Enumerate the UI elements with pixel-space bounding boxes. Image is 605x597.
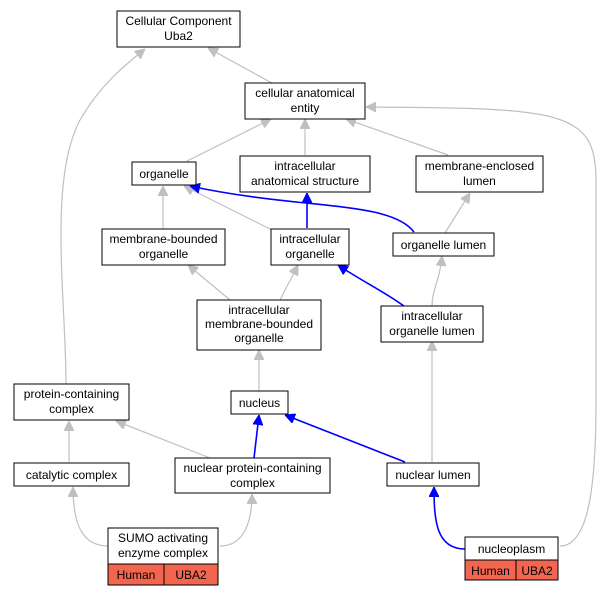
node-label-line: Uba2 [164,29,193,43]
node-nucleus[interactable]: nucleus [230,390,289,415]
edge-membrane-enclosed-lumen-to-cellular-anatomical-entity [346,119,449,156]
node-intracellular-membrane-bounded-organelle[interactable]: intracellular membrane-bounded organelle [196,299,322,351]
node-label-line: organelle [234,331,284,345]
edge-nuclear-protein-containing-complex-to-protein-containing-complex [116,421,211,459]
node-label-line: catalytic complex [26,468,117,482]
edge-intracellular-organelle-lumen-to-organelle-lumen [431,256,442,307]
node-label-line: nucleoplasm [478,542,545,556]
node-label-line: organelle lumen [389,324,474,338]
gene-label: UBA2 [175,568,207,582]
edge-nuclear-lumen-to-nucleus [285,415,406,463]
edge-protein-containing-complex-to-cellular-component [60,49,145,385]
node-nuclear-lumen[interactable]: nuclear lumen [386,462,480,487]
node-label-line: complex [49,402,94,416]
node-label-line: organelle lumen [401,238,486,252]
edge-organelle-lumen-to-organelle [190,186,415,233]
edge-intracellular-membrane-bounded-organelle-to-membrane-bounded-organelle [188,265,231,301]
node-label-line: organelle [139,167,189,181]
edge-sumo-activating-enzyme-complex-to-catalytic-complex [73,487,109,547]
node-protein-containing-complex[interactable]: protein-containing complex [13,383,130,421]
node-cellular-anatomical-entity[interactable]: cellular anatomical entity [244,82,366,120]
species-label: Human [471,564,510,578]
node-label-line: lumen [463,174,496,188]
node-label-line: Cellular Component [125,14,232,28]
edge-intracellular-membrane-bounded-organelle-to-intracellular-organelle [279,265,299,301]
node-membrane-bounded-organelle[interactable]: membrane-bounded organelle [101,228,226,266]
node-sumo-activating-enzyme-complex[interactable]: SUMO activating enzyme complex Human UBA… [107,527,219,586]
edge-cellular-anatomical-entity-to-cellular-component [208,48,273,84]
edge-sumo-activating-enzyme-complex-to-nuclear-protein-containing-complex [219,494,252,547]
node-label-line: nuclear lumen [395,468,470,482]
edge-nucleoplasm-to-cellular-anatomical-entity [366,107,597,547]
node-label-line: organelle [139,247,189,261]
node-intracellular-organelle-lumen[interactable]: intracellular organelle lumen [380,305,484,343]
node-label-line: SUMO activating [118,531,208,545]
node-membrane-enclosed-lumen[interactable]: membrane-enclosed lumen [415,155,544,193]
node-label-line: intracellular [274,159,335,173]
node-organelle-lumen[interactable]: organelle lumen [392,232,495,257]
node-label-line: nucleus [239,396,280,410]
node-label-line: enzyme complex [118,546,208,560]
node-label-line: complex [230,476,275,490]
edge-nuclear-protein-containing-complex-to-nucleus [254,415,259,459]
node-nuclear-protein-containing-complex[interactable]: nuclear protein-containing complex [174,457,331,494]
edges [60,48,597,550]
node-label-line: protein-containing [24,387,119,401]
node-label-line: membrane-bounded [109,232,217,246]
nodes: Cellular Component Uba2 cellular anatomi… [13,10,559,586]
node-label-line: intracellular [279,232,340,246]
node-intracellular-organelle[interactable]: intracellular organelle [270,228,350,266]
edge-organelle-lumen-to-membrane-enclosed-lumen [444,193,470,234]
edge-nucleoplasm-to-nuclear-lumen [434,487,466,550]
node-label-line: cellular anatomical [255,86,354,100]
node-nucleoplasm[interactable]: nucleoplasm Human UBA2 [464,536,559,581]
node-label-line: intracellular [228,303,289,317]
node-label-line: entity [291,101,320,115]
node-label-line: membrane-enclosed [425,159,534,173]
node-organelle[interactable]: organelle [131,161,197,186]
gene-label: UBA2 [521,564,553,578]
node-label-line: anatomical structure [251,174,359,188]
gene-tag [163,563,219,586]
node-label-line: intracellular [401,309,462,323]
edge-organelle-to-cellular-anatomical-entity [186,118,271,162]
gene-tag [515,559,559,581]
edge-intracellular-organelle-lumen-to-intracellular-organelle [338,264,406,308]
node-cellular-component-uba2[interactable]: Cellular Component Uba2 [116,10,241,48]
edge-intracellular-organelle-to-organelle [184,185,273,231]
node-label-line: organelle [285,247,335,261]
species-label: Human [117,568,156,582]
node-label-line: membrane-bounded [205,317,313,331]
node-label-line: nuclear protein-containing [183,461,321,475]
node-catalytic-complex[interactable]: catalytic complex [13,462,130,487]
node-intracellular-anatomical-structure[interactable]: intracellular anatomical structure [239,155,371,193]
